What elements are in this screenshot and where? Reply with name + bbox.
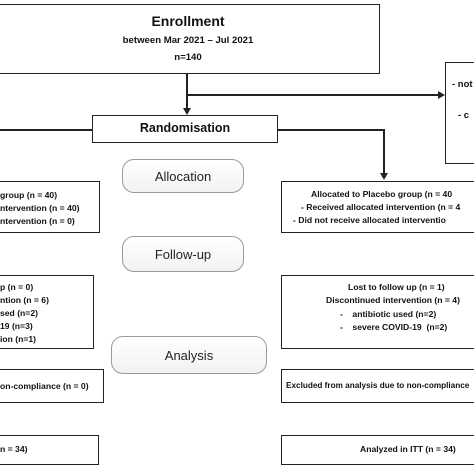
- right-allocation-line: - Did not receive allocated interventio: [293, 215, 446, 225]
- stage-analysis: Analysis: [111, 336, 267, 374]
- left-allocation-box: [0, 181, 100, 233]
- left-follow-up-line: ntion (n = 6): [0, 295, 49, 305]
- right-follow-up-line: - severe COVID-19 (n=2): [340, 322, 448, 332]
- left-follow-up-line: sed (n=2): [0, 308, 38, 318]
- right-follow-up-line: - antibiotic used (n=2): [340, 309, 437, 319]
- arrow-to-exclusion: [438, 91, 445, 99]
- left-excluded-box: [0, 369, 104, 403]
- left-allocation-line: ntervention (n = 40): [0, 203, 80, 213]
- stage-allocation: Allocation: [122, 159, 244, 193]
- right-excluded-box: [281, 369, 474, 403]
- right-analyzed-text: Analyzed in ITT (n = 34): [360, 444, 456, 454]
- right-follow-up-line: Discontinued intervention (n = 4): [326, 295, 460, 305]
- enrollment-count: n=140: [174, 52, 202, 63]
- exclusion-box: [445, 62, 474, 164]
- right-follow-up-box: [281, 275, 474, 349]
- right-allocation-box: [281, 181, 474, 233]
- branch-drop-right: [383, 129, 385, 173]
- branch-line-right: [278, 129, 384, 131]
- left-follow-up-line: 19 (n=3): [0, 321, 33, 331]
- right-allocation-line: - Received allocated intervention (n = 4: [301, 202, 461, 212]
- left-analyzed-text: n = 34): [0, 444, 28, 454]
- left-analyzed-box: [0, 435, 99, 465]
- left-follow-up-line: ion (n=1): [0, 334, 37, 344]
- left-excluded-text: on-compliance (n = 0): [0, 381, 89, 391]
- connector-enrollment-randomisation: [186, 74, 188, 108]
- enrollment-title: Enrollment: [151, 13, 225, 29]
- branch-line-left: [0, 129, 92, 131]
- connector-to-exclusion: [187, 94, 438, 96]
- right-follow-up-line: Lost to follow up (n = 1): [348, 282, 445, 292]
- stage-follow-up: Follow-up: [122, 236, 244, 272]
- left-follow-up-line: p (n = 0): [0, 282, 34, 292]
- right-analyzed-box: [281, 435, 474, 465]
- arrow-to-randomisation: [183, 108, 191, 115]
- randomisation-label: Randomisation: [139, 121, 231, 135]
- left-allocation-line: ntervention (n = 0): [0, 216, 75, 226]
- enrollment-period: between Mar 2021 – Jul 2021: [122, 35, 254, 46]
- exclusion-line-1: - not: [452, 79, 473, 90]
- enrollment-box: [0, 4, 380, 74]
- right-excluded-text: Excluded from analysis due to non-compli…: [286, 381, 470, 390]
- right-allocation-line: Allocated to Placebo group (n = 40: [311, 189, 453, 199]
- left-allocation-line: group (n = 40): [0, 190, 58, 200]
- randomisation-box: [92, 115, 278, 143]
- left-follow-up-box: [0, 275, 94, 349]
- exclusion-line-2: - c: [458, 110, 470, 121]
- arrow-right-arm: [380, 173, 388, 180]
